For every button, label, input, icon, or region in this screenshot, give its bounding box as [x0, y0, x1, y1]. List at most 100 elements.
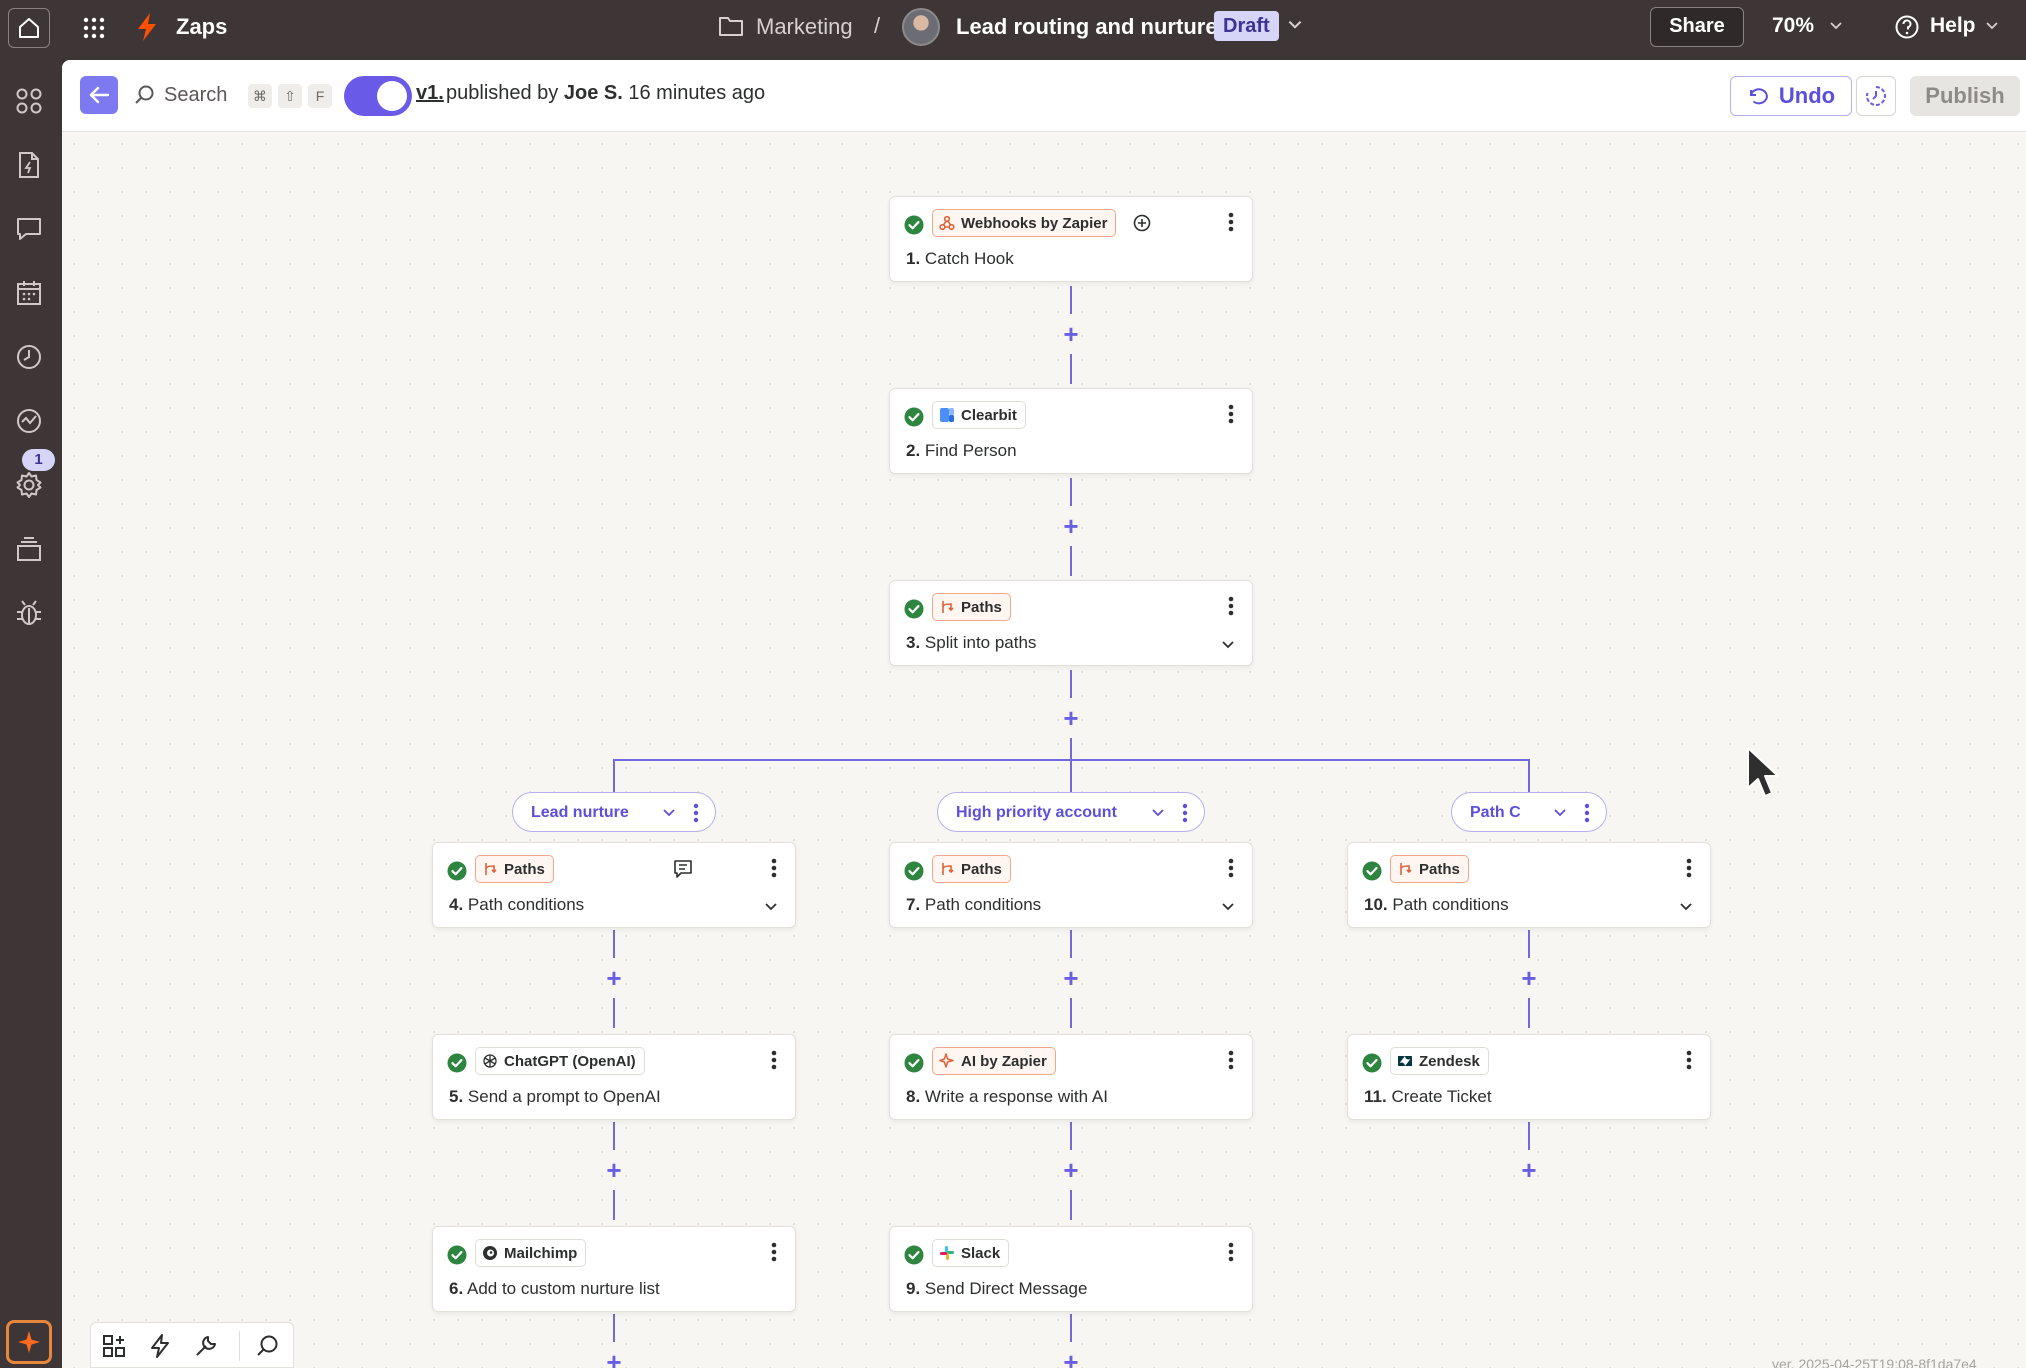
- path-pill-lead-nurture[interactable]: Lead nurture: [512, 792, 716, 832]
- more-options-icon[interactable]: [1228, 1241, 1234, 1263]
- add-step-button[interactable]: +: [1521, 1155, 1537, 1185]
- app-badge[interactable]: Paths: [1390, 855, 1469, 883]
- chevron-down-icon[interactable]: [1286, 16, 1304, 34]
- chevron-down-icon[interactable]: [1678, 899, 1694, 915]
- home-button[interactable]: [8, 8, 50, 48]
- mailchimp-icon: [482, 1245, 498, 1261]
- activity-icon[interactable]: [14, 406, 44, 436]
- add-step-button[interactable]: +: [1063, 1155, 1079, 1185]
- more-options-icon[interactable]: [771, 1241, 777, 1263]
- add-step-button[interactable]: +: [1063, 963, 1079, 993]
- app-name[interactable]: Zaps: [176, 14, 228, 39]
- help-icon[interactable]: [1894, 14, 1920, 40]
- bolt-icon[interactable]: [147, 1333, 173, 1359]
- document-icon[interactable]: [14, 150, 44, 180]
- editor-canvas[interactable]: [62, 60, 2026, 1368]
- add-step-button[interactable]: +: [1063, 319, 1079, 349]
- note-icon[interactable]: [673, 859, 693, 879]
- chevron-down-icon[interactable]: [1828, 18, 1844, 34]
- more-options-icon[interactable]: [1584, 802, 1590, 824]
- more-options-icon[interactable]: [771, 1049, 777, 1071]
- app-badge[interactable]: Slack: [932, 1239, 1010, 1267]
- bug-icon[interactable]: [14, 598, 44, 628]
- chat-icon[interactable]: [14, 214, 44, 244]
- path-pill-high-priority-account[interactable]: High priority account: [937, 792, 1205, 832]
- app-badge[interactable]: AI by Zapier: [932, 1047, 1056, 1075]
- status-badge: Draft: [1214, 11, 1279, 41]
- more-options-icon[interactable]: [1686, 1049, 1692, 1071]
- version-link[interactable]: v1.: [416, 82, 444, 104]
- zap-on-off-toggle[interactable]: [344, 76, 412, 116]
- more-options-icon[interactable]: [1182, 802, 1188, 824]
- version-history-button[interactable]: [1856, 76, 1896, 116]
- undo-label: Undo: [1778, 83, 1836, 108]
- add-circle-icon[interactable]: [1132, 213, 1152, 233]
- app-badge[interactable]: Zendesk: [1390, 1047, 1489, 1075]
- chevron-down-icon[interactable]: [1150, 805, 1166, 821]
- more-options-icon[interactable]: [1686, 857, 1692, 879]
- history-clock-icon[interactable]: [14, 342, 44, 372]
- add-components-icon[interactable]: [101, 1333, 127, 1359]
- more-options-icon[interactable]: [1228, 403, 1234, 425]
- app-grid-icon[interactable]: [82, 16, 106, 40]
- app-badge[interactable]: Paths: [932, 593, 1011, 621]
- share-button[interactable]: Share: [1650, 7, 1744, 47]
- connector-line: [1070, 998, 1072, 1028]
- app-badge[interactable]: Paths: [475, 855, 554, 883]
- add-step-button[interactable]: +: [1521, 963, 1537, 993]
- copilot-button[interactable]: [6, 1320, 52, 1364]
- app-badge[interactable]: Mailchimp: [475, 1239, 587, 1267]
- avatar[interactable]: [902, 8, 940, 46]
- app-badge[interactable]: Webhooks by Zapier: [932, 209, 1117, 237]
- chevron-down-icon[interactable]: [1552, 805, 1568, 821]
- chevron-down-icon[interactable]: [763, 899, 779, 915]
- shortcut-key-cmd: ⌘: [248, 84, 272, 108]
- add-step-button[interactable]: +: [1063, 1347, 1079, 1368]
- stack-icon[interactable]: [14, 534, 44, 564]
- zap-title[interactable]: Lead routing and nurture: [956, 14, 1218, 39]
- chevron-down-icon[interactable]: [661, 805, 677, 821]
- back-button[interactable]: [80, 76, 118, 114]
- chevron-down-icon[interactable]: [1984, 18, 2000, 34]
- gear-icon[interactable]: [14, 470, 44, 500]
- add-step-button[interactable]: +: [606, 1155, 622, 1185]
- step-card-5[interactable]: ChatGPT (OpenAI)5. Send a prompt to Open…: [432, 1034, 796, 1120]
- add-step-button[interactable]: +: [1063, 511, 1079, 541]
- path-pill-path-c[interactable]: Path C: [1451, 792, 1607, 832]
- wrench-sparkle-icon[interactable]: [193, 1333, 219, 1359]
- calendar-icon[interactable]: [14, 278, 44, 308]
- search-button[interactable]: Search: [164, 84, 228, 106]
- more-options-icon[interactable]: [693, 802, 699, 824]
- zoom-level[interactable]: 70%: [1772, 14, 1815, 37]
- more-options-icon[interactable]: [771, 857, 777, 879]
- zaps-grid-icon[interactable]: [14, 86, 44, 116]
- add-step-button[interactable]: +: [606, 1347, 622, 1368]
- undo-button[interactable]: Undo: [1730, 76, 1852, 116]
- breadcrumb-folder[interactable]: Marketing: [756, 14, 853, 39]
- more-options-icon[interactable]: [1228, 595, 1234, 617]
- more-options-icon[interactable]: [1228, 211, 1234, 233]
- help-menu[interactable]: Help: [1930, 14, 1976, 37]
- chevron-down-icon[interactable]: [1220, 637, 1236, 653]
- search-icon[interactable]: [134, 84, 156, 106]
- app-badge[interactable]: Clearbit: [932, 401, 1026, 429]
- add-step-button[interactable]: +: [606, 963, 622, 993]
- more-options-icon[interactable]: [1228, 1049, 1234, 1071]
- search-icon[interactable]: [255, 1333, 281, 1359]
- app-badge[interactable]: Paths: [932, 855, 1011, 883]
- app-badge[interactable]: ChatGPT (OpenAI): [475, 1047, 645, 1075]
- chevron-down-icon[interactable]: [1220, 899, 1236, 915]
- more-options-icon[interactable]: [1228, 857, 1234, 879]
- add-step-button[interactable]: +: [1063, 703, 1079, 733]
- paths-icon: [939, 599, 955, 615]
